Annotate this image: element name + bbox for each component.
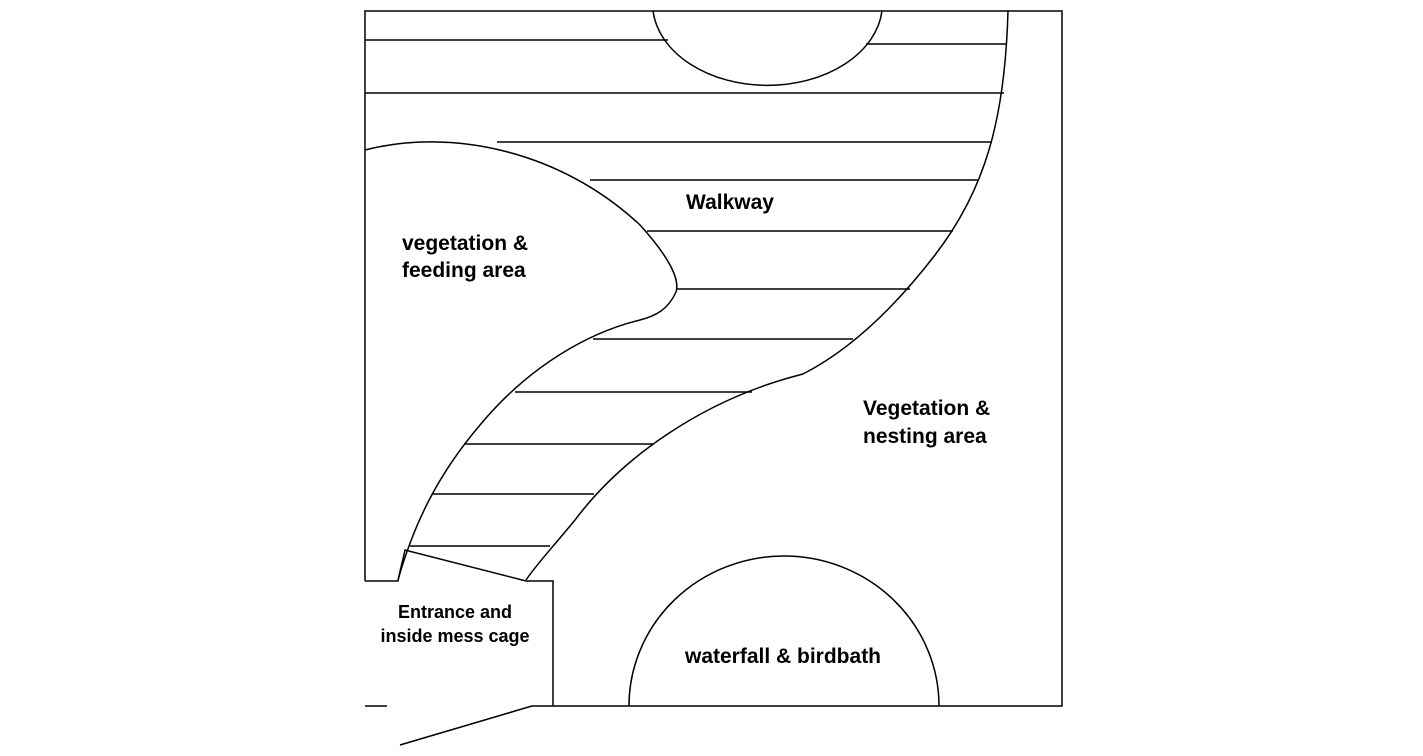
- waterfall-label: waterfall & birdbath: [684, 645, 881, 668]
- feeding-area-label-line1: vegetation &: [402, 232, 528, 255]
- walkway-label: Walkway: [686, 191, 774, 214]
- walkway-hatching: [365, 39, 1007, 547]
- top-half-circle: [652, 10, 883, 87]
- nesting-area-label-line1: Vegetation &: [863, 397, 990, 420]
- enclosure-wall: [364, 10, 1063, 707]
- entrance-label-line2: inside mess cage: [380, 626, 529, 646]
- walkway-outer-edge: [525, 10, 1009, 581]
- entrance-label-line1: Entrance and: [398, 602, 512, 622]
- waterfall-half-circle: [628, 555, 940, 707]
- entrance-cage: [365, 549, 554, 706]
- feeding-area-edge: [364, 141, 678, 581]
- feeding-area-label-line2: feeding area: [402, 259, 526, 282]
- entrance-door: [399, 705, 533, 746]
- nesting-area-label-line2: nesting area: [863, 425, 987, 448]
